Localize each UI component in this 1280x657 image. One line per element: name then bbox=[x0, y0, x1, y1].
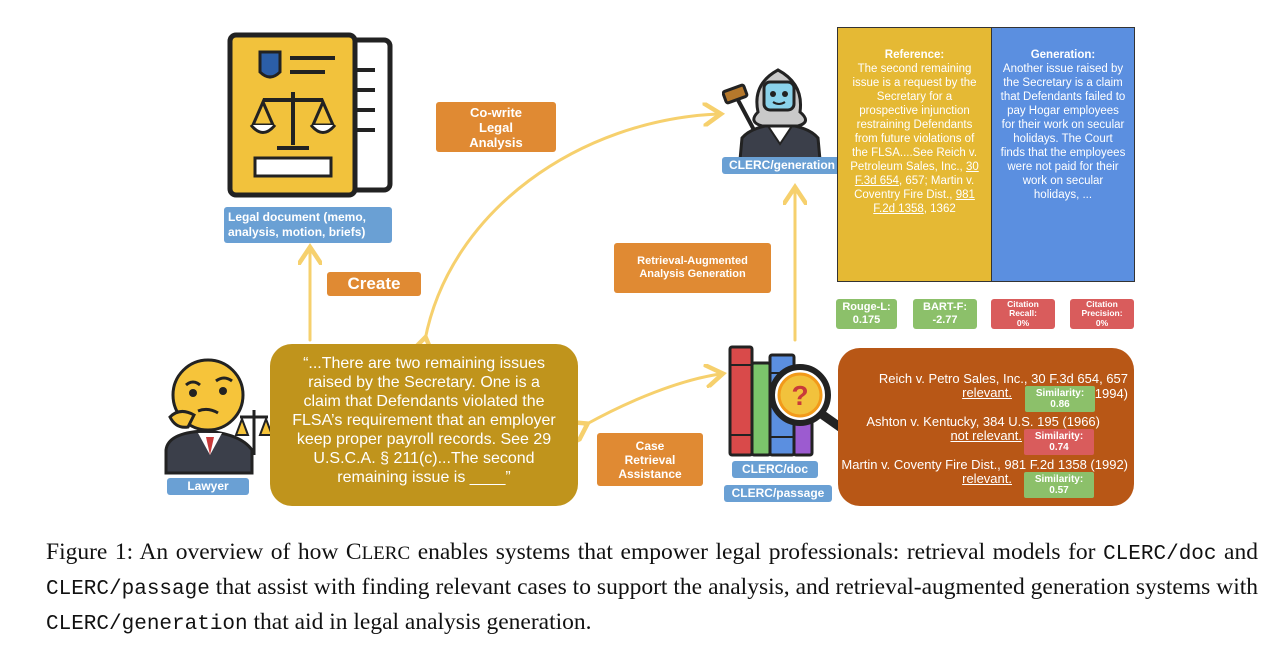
retrieved-case-2-relevance: not relevant. bbox=[950, 428, 1022, 443]
retrieved-case-1: Reich v. Petro Sales, Inc., 30 F.3d 654,… bbox=[878, 371, 1128, 401]
generation-title: Generation: bbox=[1030, 49, 1096, 61]
create-label: Create bbox=[327, 272, 421, 296]
legal-document-icon bbox=[227, 32, 393, 198]
cowrite-label: Co-write Legal Analysis bbox=[436, 102, 556, 152]
retrieved-case-3: Martin v. Coventy Fire Dist., 981 F.2d 1… bbox=[841, 457, 1128, 472]
reference-text: The second remaining issue is a request … bbox=[850, 63, 979, 215]
rag-label: Retrieval-Augmented Analysis Generation bbox=[614, 243, 771, 293]
thinking-lawyer-icon bbox=[164, 358, 273, 475]
case-retrieval-arrow bbox=[585, 374, 720, 425]
robot-judge-icon bbox=[722, 68, 822, 160]
generation-panel: Generation: Another issue raised by the … bbox=[991, 27, 1135, 282]
retrieved-cases-panel: Reich v. Petro Sales, Inc., 30 F.3d 654,… bbox=[838, 348, 1134, 506]
reference-title: Reference: bbox=[884, 49, 945, 61]
similarity-badge-2: Similarity:0.74 bbox=[1024, 429, 1094, 455]
metric-citation-recall: Citation Recall:0% bbox=[991, 299, 1055, 329]
svg-text:?: ? bbox=[791, 380, 808, 411]
clerc-passage-label: CLERC/passage bbox=[724, 485, 832, 502]
reference-cite-2: 981 F.2d 1358 bbox=[873, 189, 975, 215]
similarity-badge-1: Similarity:0.86 bbox=[1025, 386, 1095, 412]
generation-text: Another issue raised by the Secretary is… bbox=[1000, 63, 1126, 201]
legal-document-label: Legal document (memo, analysis, motion, … bbox=[224, 207, 392, 243]
clerc-doc-label: CLERC/doc bbox=[732, 461, 818, 478]
clerc-generation-label: CLERC/generation bbox=[722, 157, 842, 174]
reference-panel: Reference: The second remaining issue is… bbox=[837, 27, 992, 282]
retrieved-case-3-relevance: relevant. bbox=[962, 471, 1012, 486]
metric-citation-precision: Citation Precision:0% bbox=[1070, 299, 1134, 329]
retrieved-case-1-relevance: relevant. bbox=[962, 385, 1012, 400]
cowrite-arrow bbox=[425, 114, 718, 340]
similarity-badge-3: Similarity:0.57 bbox=[1024, 472, 1094, 498]
metric-rouge-l: Rouge-L:0.175 bbox=[836, 299, 897, 329]
flow-arrows bbox=[0, 0, 1280, 520]
books-magnifier-icon: ? bbox=[728, 345, 859, 457]
lawyer-label: Lawyer bbox=[167, 478, 249, 495]
figure-caption: Figure 1: An overview of how CLERC enabl… bbox=[46, 539, 1258, 636]
reference-cite-1: 30 F.3d 654 bbox=[854, 161, 979, 187]
metric-bart-f: BART-F:-2.77 bbox=[913, 299, 977, 329]
lawyer-query-quote: “...There are two remaining issues raise… bbox=[270, 344, 578, 506]
case-retrieval-label: Case Retrieval Assistance bbox=[597, 433, 703, 486]
retrieved-case-2: Ashton v. Kentucky, 384 U.S. 195 (1966) bbox=[866, 414, 1100, 429]
